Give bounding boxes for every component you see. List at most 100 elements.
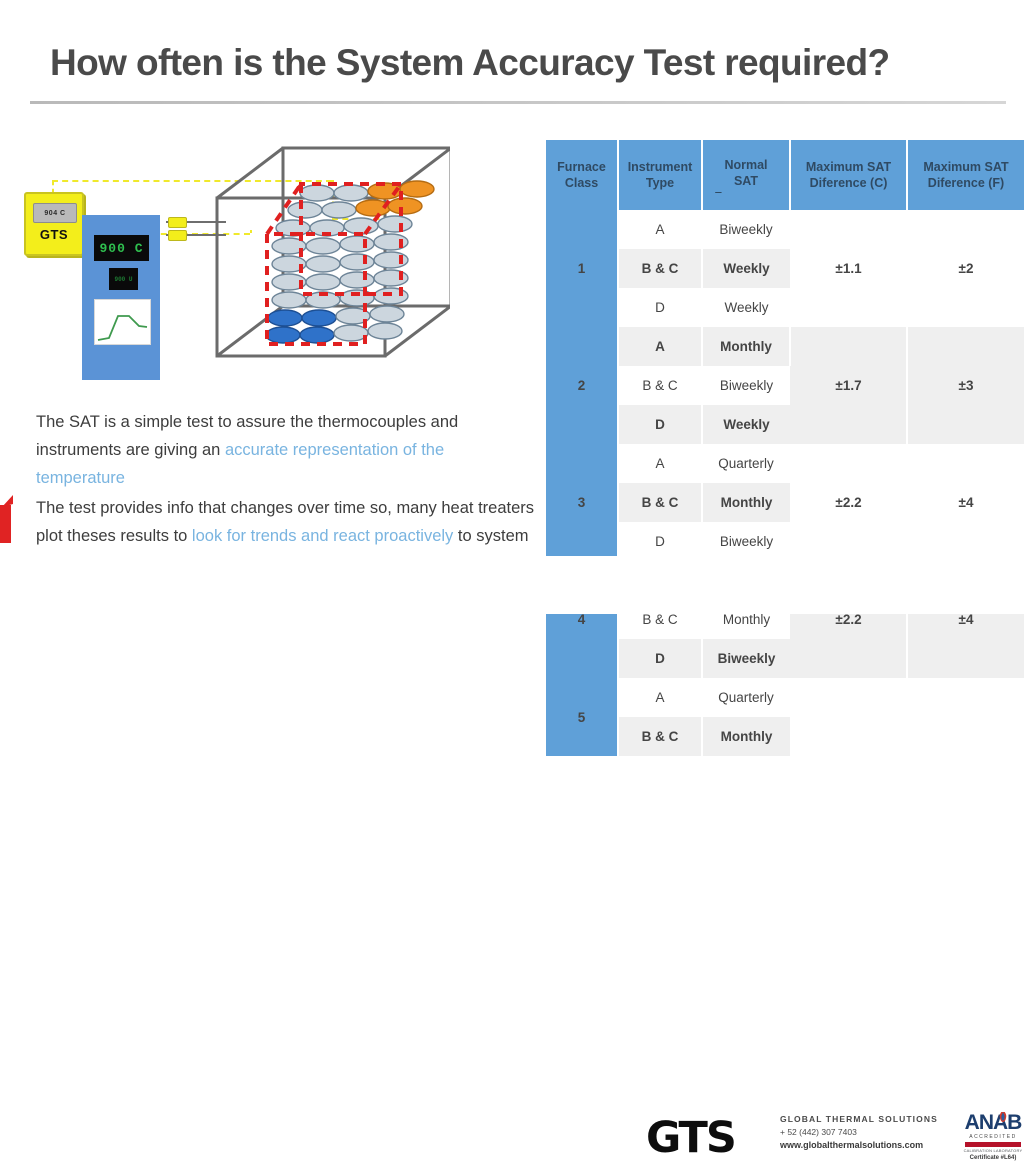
gts-calibrator-display: 904 C (33, 203, 77, 223)
cell-instrument-type: D (618, 522, 703, 561)
p2-text-plain-a: The test provides info that changes over… (36, 499, 535, 545)
p1-text-highlight: accurate representation of the temperatu… (36, 441, 445, 487)
table-header-row: Furnace Class Instrument Type Normal SAT… (546, 140, 1024, 210)
anab-certificate-number: Certificate #L64) (969, 1155, 1017, 1161)
gts-calibrator-device: 904 C GTS (24, 192, 84, 256)
controller-main-display: 900 C (94, 235, 149, 261)
header-line-2: SAT (733, 174, 759, 188)
red-marker-icon (0, 495, 16, 543)
page-title: How often is the System Accuracy Test re… (50, 42, 890, 83)
cell-normal-sat: Biweekly (702, 366, 790, 405)
col-header-normal-sat: Normal SAT Frequency (702, 140, 791, 210)
cell-instrument-type: A (618, 210, 703, 249)
thermocouple-plug-top (168, 217, 187, 228)
controller-secondary-display: 900 U (109, 268, 138, 290)
cell-normal-sat: Biweekly (702, 210, 791, 249)
header-line-2: Class (564, 176, 599, 190)
cell-instrument-type: A (618, 678, 703, 717)
slide-root: How often is the System Accuracy Test re… (0, 42, 1024, 1161)
anab-accreditation-logo: ANAB ACCREDITED CALIBRATION LABORATORY C… (962, 1112, 1024, 1161)
cell-max-sat-c: ±1.1 (790, 210, 908, 327)
cell-furnace-class: 1 (546, 210, 619, 327)
signal-wave-icon (0, 425, 20, 459)
cell-max-sat-c: ±1.7 (790, 327, 908, 444)
cell-normal-sat: Monthly (702, 483, 790, 522)
cell-instrument-type: D (618, 639, 703, 678)
cell-max-sat-f: ±4 (907, 444, 1024, 561)
anab-red-bar (965, 1142, 1021, 1147)
cell-instrument-type: B & C (618, 717, 703, 756)
thermocouple-wire-top (166, 221, 226, 223)
cell-normal-sat: Quarterly (702, 678, 791, 717)
cell-normal-sat: Biweekly (702, 639, 790, 678)
slide-footer: GTS GLOBAL THERMAL SOLUTIONS + 52 (442) … (0, 556, 1024, 1161)
footer-website: www.globalthermalsolutions.com (780, 1140, 924, 1150)
thermocouple-wire-bottom (166, 234, 226, 236)
flame-icon (999, 1112, 1007, 1122)
cell-max-sat-f (907, 678, 1024, 756)
col-header-instrument-type: Instrument Type (618, 140, 703, 210)
header-line-3-clipped: Frequency (707, 189, 785, 193)
cell-normal-sat: Quarterly (702, 444, 791, 483)
cell-normal-sat: Biweekly (702, 522, 790, 561)
p1-text-plain: The SAT is a simple test to assure the t… (36, 413, 459, 459)
header-line-2: Diference (C) (809, 176, 888, 190)
cell-instrument-type: B & C (618, 249, 703, 288)
col-header-furnace-class: Furnace Class (546, 140, 619, 210)
signal-path-display-rise (250, 230, 252, 233)
controller-trend-chart (94, 299, 151, 345)
col-header-max-sat-f: Maximum SAT Diference (F) (907, 140, 1024, 210)
anab-subtitle: ACCREDITED (969, 1134, 1017, 1140)
cell-instrument-type: B & C (618, 483, 703, 522)
title-divider (30, 101, 1006, 104)
header-line-1: Instrument (627, 160, 693, 174)
sat-illustration: 904 C GTS 900 C 900 U (0, 130, 540, 400)
controller-panel: 900 C 900 U (82, 215, 160, 380)
cell-instrument-type: A (618, 444, 703, 483)
cell-furnace-class: 2 (546, 327, 619, 444)
p2-text-highlight: look for trends and react proactively (191, 527, 454, 545)
gts-calibrator-brand: GTS (39, 227, 69, 242)
footer-phone: + 52 (442) 307 7403 (780, 1127, 857, 1137)
cell-max-sat-f: ±2 (907, 210, 1024, 327)
header-line-1: Maximum SAT (923, 160, 1009, 174)
cell-instrument-type: A (618, 327, 703, 366)
gts-logo: GTS (646, 1113, 737, 1163)
footer-contact: GLOBAL THERMAL SOLUTIONS + 52 (442) 307 … (780, 1114, 960, 1150)
paragraph-sat-definition: The SAT is a simple test to assure the t… (36, 408, 536, 492)
col-header-max-sat-c: Maximum SAT Diference (C) (790, 140, 908, 210)
anab-wordmark: ANAB (964, 1112, 1023, 1134)
cell-normal-sat: Weekly (702, 288, 790, 327)
cell-furnace-class: 3 (546, 444, 619, 561)
cell-max-sat-f: ±3 (907, 327, 1024, 444)
footer-company-name: GLOBAL THERMAL SOLUTIONS (780, 1114, 938, 1124)
cell-instrument-type: D (618, 288, 703, 327)
cell-max-sat-c (790, 678, 908, 756)
cell-instrument-type: B & C (618, 366, 703, 405)
cell-max-sat-c: ±2.2 (790, 444, 908, 561)
header-line-1: Furnace (557, 160, 606, 174)
signal-path-left-drop (52, 180, 54, 194)
signal-path-top (52, 180, 332, 182)
sat-frequency-table: Furnace Class Instrument Type Normal SAT… (546, 140, 1024, 756)
cell-normal-sat: Weekly (702, 249, 790, 288)
header-line-1: Maximum SAT (805, 160, 892, 174)
thermocouple-plug-bottom (168, 230, 187, 241)
header-line-1: Normal (724, 158, 768, 172)
cell-normal-sat: Weekly (702, 405, 790, 444)
cell-normal-sat: Monthly (702, 327, 791, 366)
cell-normal-sat: Monthly (702, 717, 790, 756)
anab-body-text: CALIBRATION LABORATORY (963, 1148, 1023, 1153)
cell-instrument-type: D (618, 405, 703, 444)
header-line-2: Diference (F) (927, 176, 1005, 190)
